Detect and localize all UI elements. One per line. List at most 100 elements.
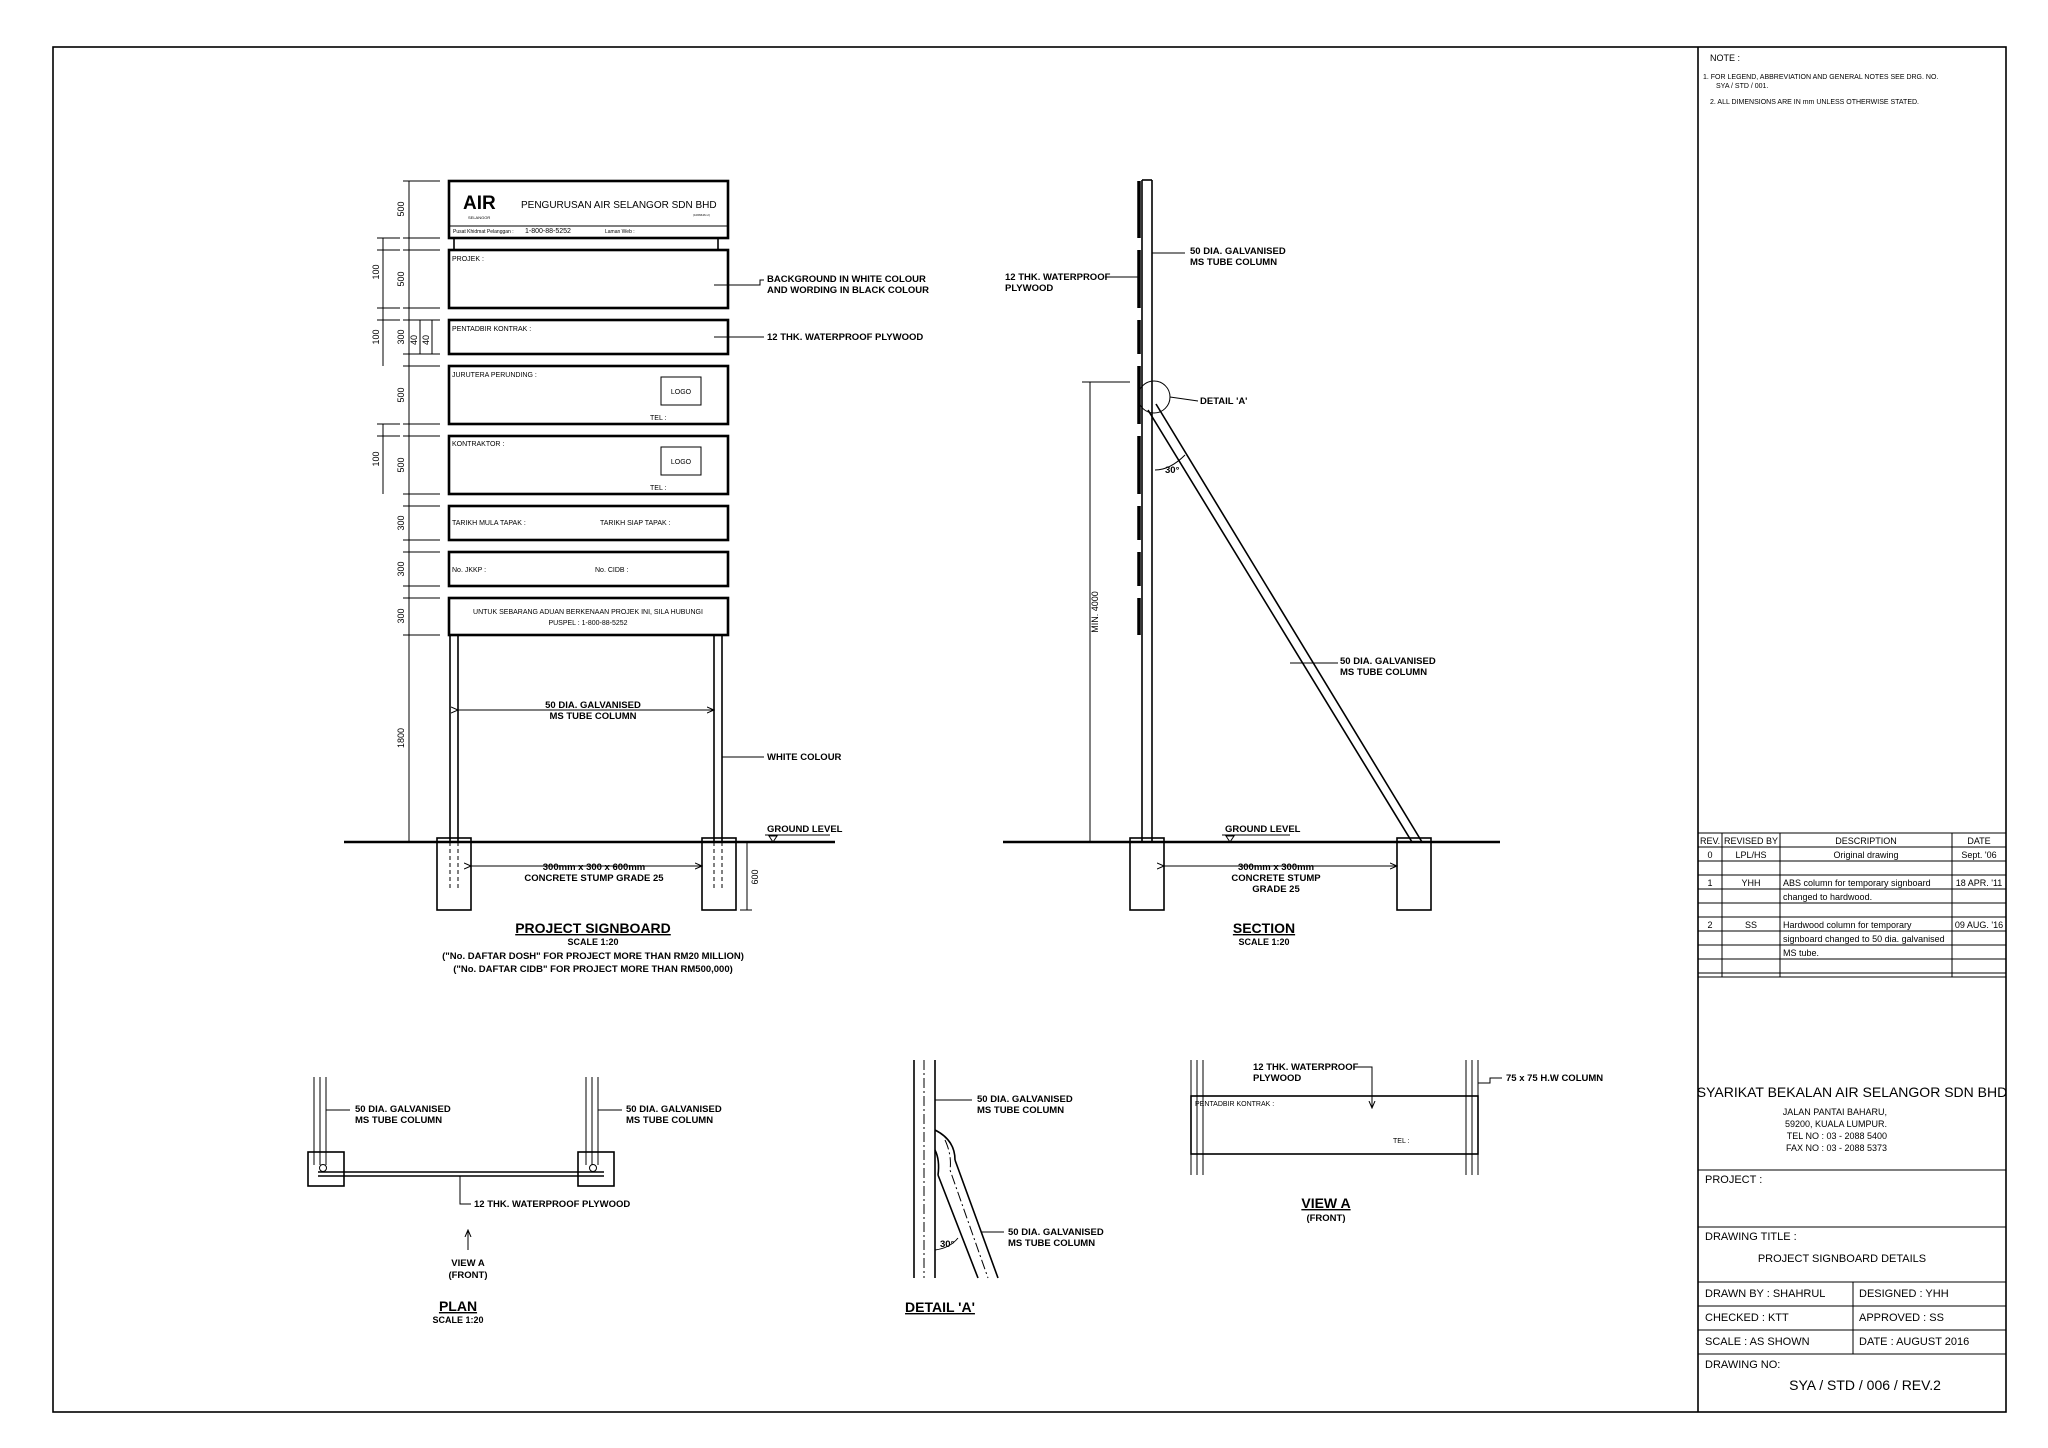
dim-40-a: 40: [409, 335, 419, 345]
view-a-front: (FRONT): [1306, 1213, 1345, 1224]
tarikh-mula: TARIKH MULA TAPAK :: [452, 520, 526, 527]
revised-by-col-header: REVISED BY: [1724, 836, 1778, 846]
plan-view-a-front: (FRONT): [448, 1270, 487, 1281]
description-col-header: DESCRIPTION: [1835, 836, 1897, 846]
dim-600: 600: [750, 869, 760, 884]
section-plywood-note-1: 12 THK. WATERPROOF: [1005, 272, 1111, 283]
detail-a-marker: [1137, 380, 1171, 414]
date: DATE : AUGUST 2016: [1859, 1336, 1969, 1348]
section-right-stump: [1396, 837, 1432, 911]
panel-aduan: [447, 596, 730, 637]
dim-100-a: 100: [371, 264, 381, 279]
web-label: Laman Web :: [605, 229, 635, 235]
panel-tarikh: [447, 504, 730, 542]
designed-by: DESIGNED : YHH: [1859, 1288, 1949, 1300]
panel-kontraktor: [447, 434, 730, 496]
company-block: SYARIKAT BEKALAN AIR SELANGOR SDN BHD JA…: [1697, 1084, 2007, 1153]
view-a-plywood-1: 12 THK. WATERPROOF: [1253, 1062, 1359, 1073]
view-a-panel: [1190, 1095, 1479, 1155]
drawing-no-label: DRAWING NO:: [1705, 1359, 1780, 1371]
view-a-hw-column: 75 x 75 H.W COLUMN: [1506, 1073, 1603, 1084]
rev-2-desc-2: signboard changed to 50 dia. galvanised: [1783, 934, 1945, 944]
revision-table: REV. REVISED BY DESCRIPTION DATE 0 LPL/H…: [1698, 832, 2006, 978]
dim-300-aduan: 300: [396, 608, 406, 623]
section-title: SECTION: [1233, 920, 1295, 936]
section-stump-1: 300mm x 300mm: [1238, 862, 1314, 873]
section-stump-2: CONCRETE STUMP: [1231, 873, 1321, 884]
rev-2-date: 09 AUG. '16: [1955, 920, 2003, 930]
dim-500-kontraktor: 500: [396, 457, 406, 472]
drawing-title: PROJECT SIGNBOARD DETAILS: [1758, 1253, 1926, 1265]
air-logo: AIR: [463, 193, 496, 214]
cidb-note: ("No. DAFTAR CIDB" FOR PROJECT MORE THAN…: [453, 964, 733, 975]
section-tube-note-2: MS TUBE COLUMN: [1190, 257, 1277, 268]
tarikh-siap: TARIKH SIAP TAPAK :: [600, 520, 671, 527]
stump-note-2: CONCRETE STUMP GRADE 25: [524, 873, 664, 884]
drawing-title-label: DRAWING TITLE :: [1705, 1231, 1797, 1243]
pentadbir-label: PENTADBIR KONTRAK :: [452, 326, 531, 333]
view-a-pentadbir: PENTADBIR KONTRAK :: [1195, 1101, 1274, 1108]
dim-300-pentadbir: 300: [396, 329, 406, 344]
panel-jkkp: [447, 550, 730, 588]
plan-scale: SCALE 1:20: [432, 1315, 483, 1325]
dim-1800: 1800: [396, 728, 406, 748]
note-1: 1. FOR LEGEND, ABBREVIATION AND GENERAL …: [1703, 74, 1938, 81]
detail-a-view: 50 DIA. GALVANISED MS TUBE COLUMN 50 DIA…: [905, 1060, 1104, 1315]
drawing-no: SYA / STD / 006 / REV.2: [1789, 1377, 1941, 1393]
plan-tube-left-2: MS TUBE COLUMN: [355, 1115, 442, 1126]
view-a-title: VIEW A: [1301, 1195, 1350, 1211]
approved-by: APPROVED : SS: [1859, 1312, 1944, 1324]
section-left-stump: [1129, 837, 1165, 911]
company-name: SYARIKAT BEKALAN AIR SELANGOR SDN BHD: [1697, 1084, 2007, 1100]
plan-plywood-note: 12 THK. WATERPROOF PLYWOOD: [474, 1199, 630, 1210]
detail-a-callout: DETAIL 'A': [1200, 396, 1247, 407]
stump-note-1: 300mm x 300 x 600mm: [543, 862, 645, 873]
left-stump: [436, 837, 472, 911]
view-a-tel: TEL :: [1393, 1138, 1410, 1145]
company-addr-1: JALAN PANTAI BAHARU,: [1783, 1107, 1887, 1117]
plan-view: 50 DIA. GALVANISED MS TUBE COLUMN 50 DIA…: [307, 1077, 722, 1325]
rev-1-by: YHH: [1741, 878, 1760, 888]
dim-min-4000: MIN. 4000: [1090, 591, 1100, 633]
plywood-note: 12 THK. WATERPROOF PLYWOOD: [767, 332, 923, 343]
projek-label: PROJEK :: [452, 256, 484, 263]
section-angle: 30°: [1165, 465, 1180, 476]
rev-2-num: 2: [1707, 920, 1712, 930]
kontraktor-tel: TEL :: [650, 485, 667, 492]
background-note-2: AND WORDING IN BLACK COLOUR: [767, 285, 929, 296]
project-signboard-title: PROJECT SIGNBOARD: [515, 920, 671, 936]
dim-500-projek: 500: [396, 271, 406, 286]
checked-by: CHECKED : KTT: [1705, 1312, 1789, 1324]
hotline-number: 1-800-88-5252: [525, 228, 571, 235]
company-header-sub: (1066646-U): [693, 213, 710, 217]
section-scale: SCALE 1:20: [1238, 937, 1289, 947]
section-tube-note-1: 50 DIA. GALVANISED: [1190, 246, 1286, 257]
rev-1-num: 1: [1707, 878, 1712, 888]
jurutera-tel: TEL :: [650, 415, 667, 422]
rev-0-desc: Original drawing: [1833, 850, 1898, 860]
panel-jurutera: [447, 364, 730, 426]
dim-500-header: 500: [396, 201, 406, 216]
plan-tube-left-1: 50 DIA. GALVANISED: [355, 1104, 451, 1115]
hotline-label: Pusat Khidmat Pelanggan :: [453, 229, 514, 235]
company-header-name: PENGURUSAN AIR SELANGOR SDN BHD: [521, 200, 717, 211]
rev-0-date: Sept. '06: [1961, 850, 1996, 860]
detail-tube-1: 50 DIA. GALVANISED: [977, 1094, 1073, 1105]
section-brace-note-1: 50 DIA. GALVANISED: [1340, 656, 1436, 667]
company-fax: FAX NO : 03 - 2088 5373: [1786, 1143, 1887, 1153]
scale: SCALE : AS SHOWN: [1705, 1336, 1810, 1348]
jurutera-logo-text: LOGO: [671, 389, 692, 396]
no-jkkp: No. JKKP :: [452, 567, 486, 574]
dim-100-c: 100: [371, 451, 381, 466]
detail-a-title: DETAIL 'A': [905, 1299, 975, 1315]
plan-title: PLAN: [439, 1298, 477, 1314]
rev-1-desc-2: changed to hardwood.: [1783, 892, 1872, 902]
background-note-1: BACKGROUND IN WHITE COLOUR: [767, 274, 926, 285]
detail-brace-1: 50 DIA. GALVANISED: [1008, 1227, 1104, 1238]
rev-col-header: REV.: [1700, 836, 1720, 846]
detail-tube-2: MS TUBE COLUMN: [977, 1105, 1064, 1116]
company-tel: TEL NO : 03 - 2088 5400: [1787, 1131, 1887, 1141]
signboard-elevation: AIR SELANGOR PENGURUSAN AIR SELANGOR SDN…: [344, 179, 929, 975]
drawn-by: DRAWN BY : SHAHRUL: [1705, 1288, 1825, 1300]
